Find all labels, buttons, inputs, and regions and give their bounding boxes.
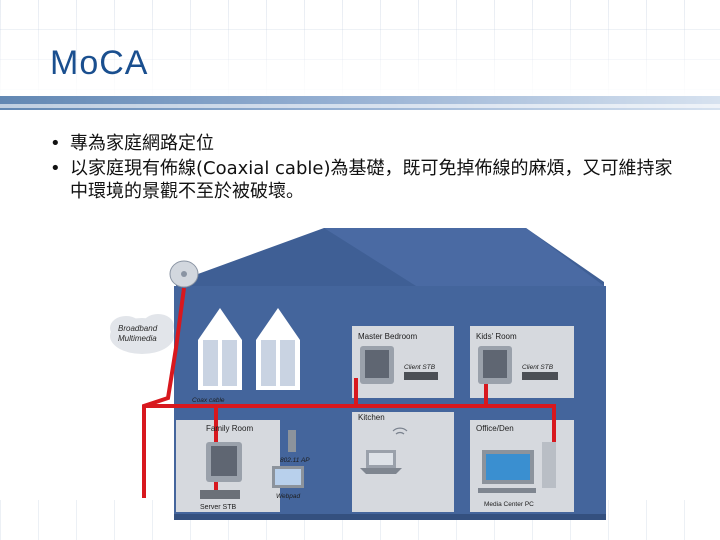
wifi-icon	[392, 427, 408, 435]
master-bedroom-label: Master Bedroom	[358, 332, 417, 341]
multimedia-label: Multimedia	[118, 334, 157, 343]
bullet-text: 以家庭現有佈線(Coaxial cable)為基礎，既可免掉佈線的麻煩，又可維持…	[70, 158, 673, 202]
roof-shade	[324, 228, 604, 286]
bullet-item: • 專為家庭網路定位	[48, 132, 688, 155]
media-center-label: Media Center PC	[484, 501, 534, 508]
broadband-label: Broadband	[118, 324, 158, 333]
coax-cable-label: Coax cable	[192, 397, 225, 404]
moca-house-illustration: Broadband Multimedia Master Bedroom Kids…	[110, 228, 606, 520]
media-center-pc-icon	[478, 442, 556, 493]
office-label: Office/Den	[476, 424, 514, 433]
kitchen-label: Kitchen	[358, 413, 385, 422]
client-stb-box	[522, 372, 558, 380]
coax-cable-line	[142, 287, 556, 498]
satellite-dish-icon	[169, 260, 199, 288]
bullet-dot: •	[50, 158, 61, 179]
server-stb-box	[200, 490, 240, 499]
attic-window-right	[256, 308, 300, 390]
server-stb-label: Server STB	[200, 504, 237, 511]
access-point-label: 802.11 AP	[280, 457, 310, 464]
tv-icon	[206, 442, 242, 482]
client-stb-box	[404, 372, 438, 380]
access-point-icon	[288, 430, 296, 452]
header-fade	[0, 0, 720, 100]
attic-window-left	[198, 308, 242, 390]
client-stb-label: Client STB	[404, 364, 436, 371]
broadband-cloud-icon	[110, 314, 174, 354]
tv-icon	[360, 346, 394, 384]
header-band-highlight	[0, 104, 720, 108]
bullet-item: • 以家庭現有佈線(Coaxial cable)為基礎，既可免掉佈線的麻煩，又可…	[48, 157, 688, 203]
tv-icon	[478, 346, 512, 384]
house-base	[174, 514, 606, 520]
slide-title: MoCA	[50, 44, 149, 82]
laptop-icon	[360, 450, 402, 474]
kids-room-label: Kids' Room	[476, 332, 517, 341]
webpad-label: Webpad	[276, 493, 300, 500]
webpad-icon	[272, 466, 304, 488]
bullet-list: • 專為家庭網路定位 • 以家庭現有佈線(Coaxial cable)為基礎，既…	[48, 132, 688, 205]
family-room-label: Family Room	[206, 424, 253, 433]
bullet-dot: •	[50, 133, 61, 154]
client-stb-label: Client STB	[522, 364, 554, 371]
bullet-text: 專為家庭網路定位	[70, 133, 214, 154]
